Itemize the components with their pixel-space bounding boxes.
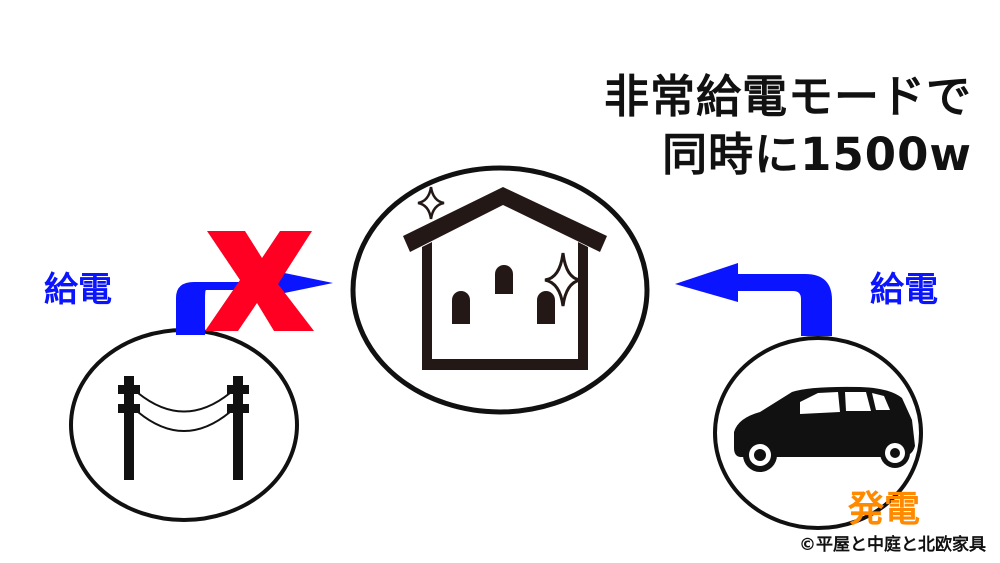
utility-pole-icon — [118, 376, 249, 480]
grid-node — [69, 328, 299, 522]
headline: 非常給電モードで 同時に1500w — [604, 68, 972, 184]
generation-label: 発電 — [848, 489, 921, 530]
right-supply-arrow — [675, 263, 832, 336]
car-circle — [713, 336, 923, 530]
grid-circle — [69, 328, 299, 522]
house-node — [350, 165, 650, 415]
house-circle — [350, 165, 650, 415]
headline-line-2: 同時に1500w — [662, 128, 972, 181]
right-supply-label: 給電 — [870, 270, 938, 310]
headline-line-1: 非常給電モードで — [603, 70, 972, 123]
car-node — [713, 336, 923, 530]
house-with-sparkles-icon — [403, 186, 607, 370]
cross-mark-icon — [205, 231, 314, 331]
copyright: ©平屋と中庭と北欧家具 — [799, 535, 986, 555]
car-icon — [734, 386, 915, 472]
left-supply-arrow — [176, 270, 333, 335]
left-supply-label: 給電 — [44, 270, 112, 310]
